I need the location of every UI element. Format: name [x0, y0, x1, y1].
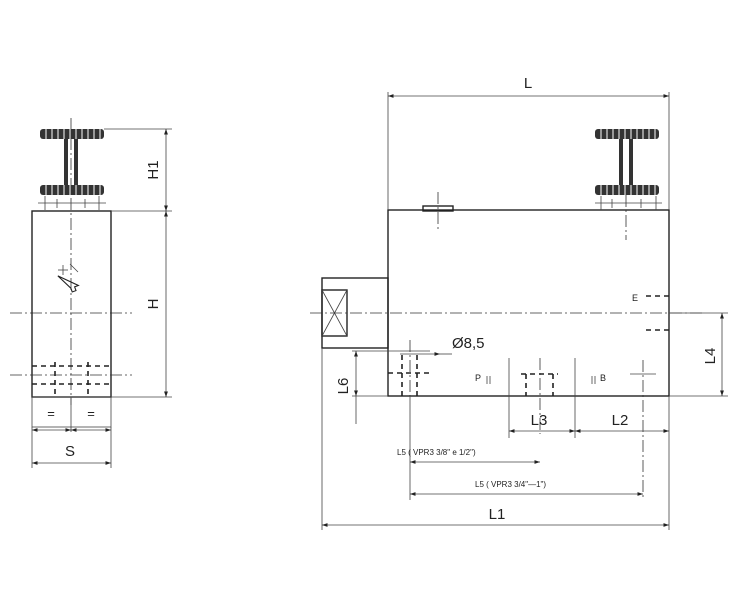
side-body [31, 210, 112, 398]
label-l: L [524, 75, 532, 92]
equal-mark-left: = [47, 406, 55, 421]
label-l5-large: L5 ( VPR3 3/4"—1") [475, 480, 546, 489]
equal-mark-right: = [87, 406, 95, 421]
label-diameter: Ø8,5 [452, 335, 485, 352]
label-h1: H1 [145, 160, 162, 179]
label-port-b: B [600, 373, 606, 383]
label-l6: L6 [335, 378, 352, 395]
top-boss [422, 205, 454, 212]
label-l3: L3 [531, 412, 548, 429]
adjustment-knob-icon [595, 129, 662, 240]
label-port-p: P [475, 373, 481, 383]
label-l4: L4 [702, 348, 719, 365]
adjustment-knob-icon [38, 129, 106, 210]
label-l5-small: L5 ( VPR3 3/8" e 1/2") [397, 448, 476, 457]
label-s: S [65, 443, 75, 460]
label-port-e: E [632, 293, 638, 303]
label-h: H [145, 299, 162, 310]
adjustable-arrow-icon [57, 263, 80, 293]
front-view: E Ø8,5 P B L L4 [310, 75, 728, 530]
front-body [387, 209, 670, 397]
label-l1: L1 [489, 506, 506, 523]
label-l2: L2 [612, 412, 629, 429]
side-bottom-strip [31, 396, 112, 428]
side-view: = = S H1 H [10, 118, 172, 468]
